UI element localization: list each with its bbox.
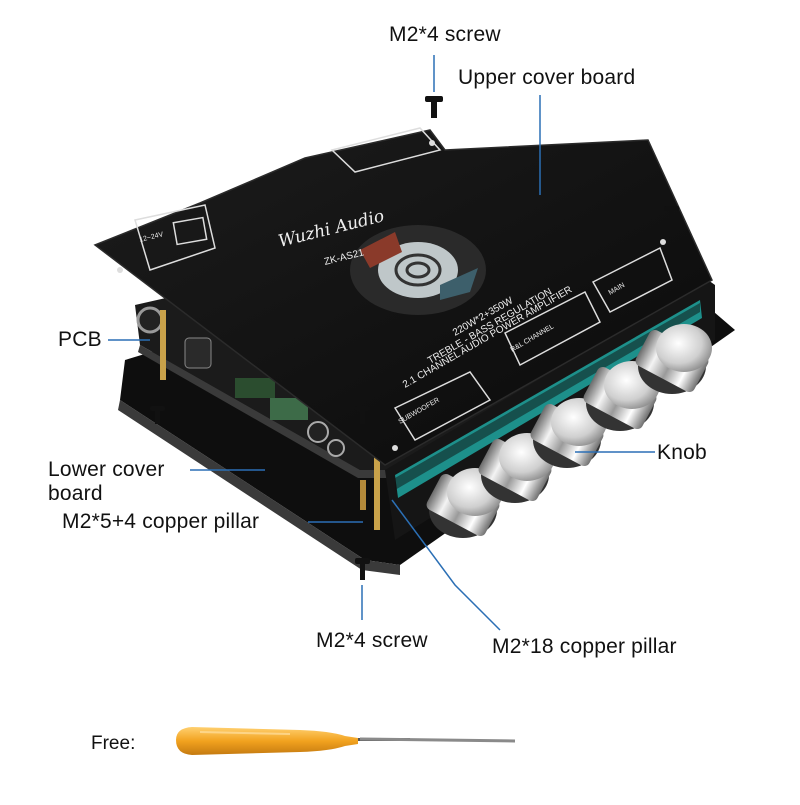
- label-copper-pillar-short: M2*5+4 copper pillar: [62, 510, 260, 533]
- label-top-screw: M2*4 screw: [389, 23, 501, 46]
- screw-bottom: [355, 558, 370, 580]
- screwdriver: [176, 727, 516, 755]
- screw-right: [664, 206, 679, 224]
- label-free: Free:: [91, 733, 136, 754]
- screw-pcb: [355, 406, 370, 424]
- screw-left: [150, 406, 165, 424]
- label-knob: Knob: [657, 441, 707, 464]
- upper-cover-board: Wuzhi Audio ZK-AS21 220W*2+350W TREBLE -…: [93, 127, 713, 466]
- label-pcb: PCB: [58, 328, 102, 351]
- knob-5: [635, 324, 712, 394]
- label-bottom-screw: M2*4 screw: [316, 629, 428, 652]
- knob-2: [478, 433, 555, 503]
- callout-lines: [108, 55, 655, 631]
- label-lower-cover-1: Lower cover: [48, 458, 165, 481]
- label-lower-cover-2: board: [48, 482, 103, 505]
- copper-pillars: [160, 310, 380, 530]
- screw-top: [425, 96, 443, 118]
- label-copper-pillar-long: M2*18 copper pillar: [492, 635, 677, 658]
- label-upper-cover: Upper cover board: [458, 66, 636, 89]
